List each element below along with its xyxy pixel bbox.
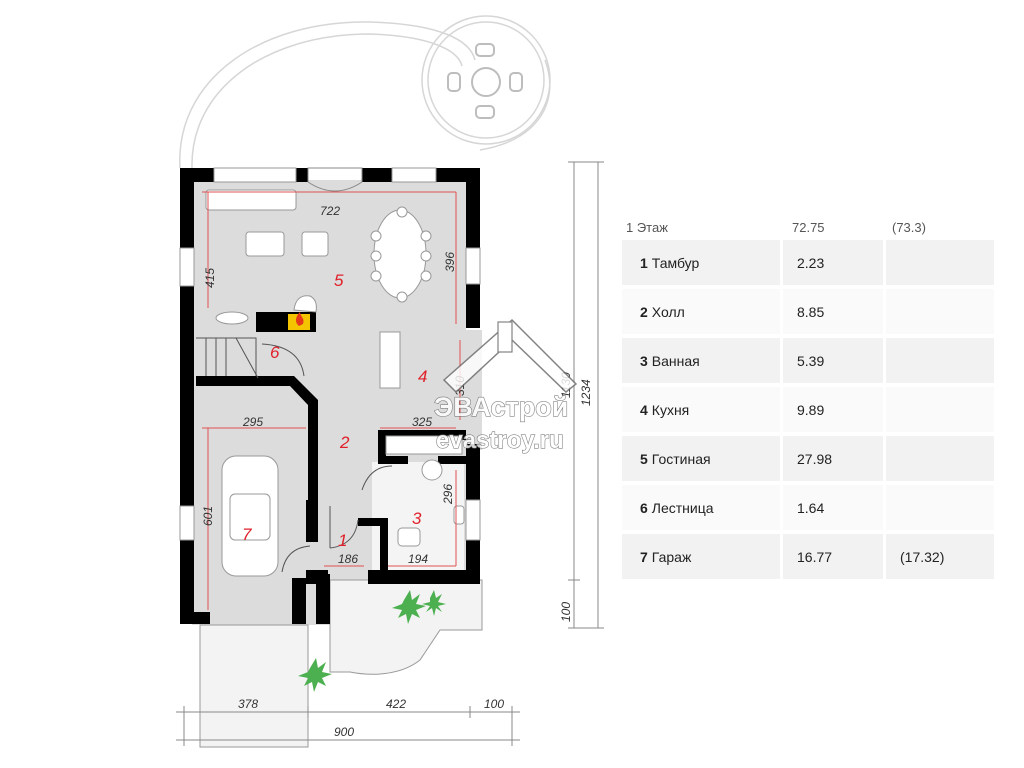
dim-bottom-mid: 422 [386, 697, 406, 711]
room-area: 5.39 [783, 338, 883, 383]
room-gross-area [886, 387, 994, 432]
room-name: Ванная [651, 352, 700, 369]
room-area: 1.64 [783, 485, 883, 530]
walls [180, 168, 480, 624]
room-area: 16.77 [783, 534, 883, 579]
room-no: 3 [640, 352, 648, 369]
fireplace-icon [288, 312, 310, 330]
dim-living-height: 415 [203, 268, 217, 288]
outer-dimension-lines [176, 161, 604, 746]
room-gross-area: (17.32) [886, 534, 994, 579]
room-gross-area [886, 485, 994, 530]
room-gross-area [886, 240, 994, 285]
room-no: 7 [640, 548, 648, 565]
plant-icon [298, 590, 446, 692]
floor-gross-area: (73.3) [892, 219, 926, 235]
dim-porch-height: 100 [559, 602, 573, 622]
room-gross-area [886, 289, 994, 334]
room-no: 4 [640, 401, 648, 418]
patio-table-icon [447, 43, 523, 119]
staircase [196, 337, 305, 379]
dimension-lines [202, 191, 461, 610]
room-area: 9.89 [783, 387, 883, 432]
room-no: 5 [640, 450, 648, 467]
dim-bottom-right: 100 [484, 697, 504, 711]
terrace-outline [179, 15, 551, 169]
watermark: ЭВАстрой evastroy.ru [433, 318, 578, 455]
room-gross-area [886, 338, 994, 383]
watermark-site: evastroy.ru [436, 427, 564, 454]
dim-total-height: 1234 [579, 379, 593, 406]
room-number-6: 6 [270, 343, 280, 362]
room-area: 2.23 [783, 240, 883, 285]
room-number-3: 3 [412, 509, 422, 528]
room-area: 27.98 [783, 436, 883, 481]
dim-vestibule-width: 186 [338, 552, 358, 566]
room-number-7: 7 [242, 525, 252, 544]
dim-bath-width: 194 [408, 552, 428, 566]
room-no: 2 [640, 303, 648, 320]
room-no: 1 [640, 254, 648, 271]
doors [281, 465, 393, 573]
room-gross-area [886, 436, 994, 481]
room-name: Гараж [651, 548, 692, 565]
dim-dining-height: 396 [443, 252, 457, 272]
room-number-1: 1 [338, 531, 347, 550]
furniture [205, 189, 465, 577]
room-name: Кухня [651, 401, 690, 418]
room-name: Тамбур [651, 254, 700, 271]
floor-summary-row: 1 Этаж 72.75 (73.3) [622, 214, 996, 240]
dim-living-width: 722 [320, 204, 340, 218]
room-name: Лестница [651, 499, 714, 516]
room-name: Гостиная [651, 450, 711, 467]
floor-label: 1 Этаж [626, 219, 668, 235]
windows [179, 167, 481, 541]
balcony-door [307, 167, 363, 192]
watermark-brand: ЭВАстрой [434, 392, 568, 422]
dim-bottom-total: 900 [334, 725, 354, 739]
dim-bath-height: 296 [441, 484, 455, 505]
room-no: 6 [640, 499, 648, 516]
dim-kitchen-width: 325 [412, 415, 432, 429]
room-number-5: 5 [334, 271, 344, 290]
room-number-4: 4 [418, 367, 427, 386]
room-area: 8.85 [783, 289, 883, 334]
dim-garage-height: 601 [201, 506, 215, 526]
room-number-2: 2 [339, 433, 350, 452]
floor-area: 72.75 [792, 219, 825, 235]
dim-bottom-left: 378 [238, 697, 258, 711]
dim-garage-width: 295 [242, 415, 263, 429]
room-name: Холл [651, 303, 685, 320]
